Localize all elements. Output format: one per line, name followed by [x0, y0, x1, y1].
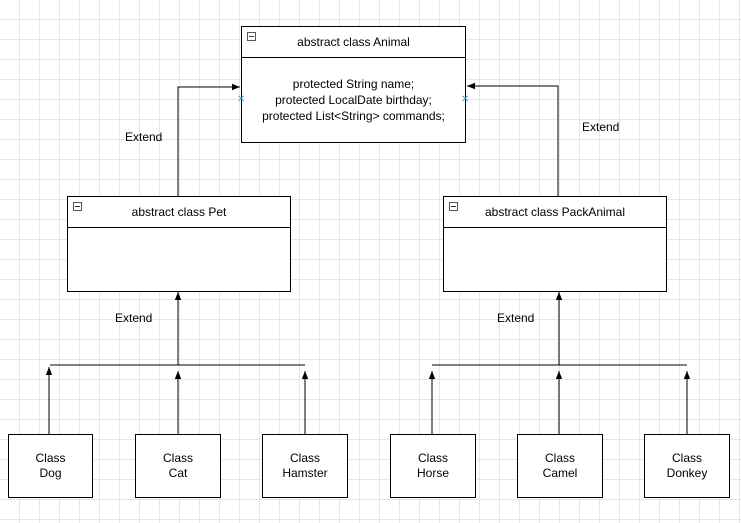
class-packanimal-title: abstract class PackAnimal: [484, 205, 626, 219]
field-birthday: protected LocalDate birthday;: [275, 93, 432, 107]
class-animal[interactable]: abstract class Animal protected String n…: [241, 26, 466, 143]
extend-edge-pet-animal[interactable]: [177, 83, 240, 196]
class-horse[interactable]: Class Horse: [390, 434, 476, 498]
class-cat-line1: Class: [162, 451, 193, 465]
extend-label-packs: Extend: [497, 311, 535, 325]
class-camel-line2: Camel: [542, 466, 578, 480]
class-packanimal[interactable]: abstract class PackAnimal: [443, 196, 667, 292]
connection-point-icon[interactable]: ✕: [237, 94, 246, 105]
collapse-icon[interactable]: [247, 32, 256, 41]
class-packanimal-header[interactable]: abstract class PackAnimal: [444, 197, 666, 228]
class-horse-line2: Horse: [416, 466, 449, 480]
class-dog-line1: Class: [35, 451, 66, 465]
extend-edge-packanimal-animal[interactable]: [467, 82, 559, 196]
extend-label-pet: Extend: [125, 130, 163, 144]
class-dog[interactable]: Class Dog: [8, 434, 93, 498]
class-donkey[interactable]: Class Donkey: [644, 434, 730, 498]
collapse-icon[interactable]: [73, 202, 82, 211]
class-dog-line2: Dog: [39, 466, 62, 480]
class-camel-line1: Class: [544, 451, 575, 465]
class-donkey-line1: Class: [671, 451, 702, 465]
class-pet-header[interactable]: abstract class Pet: [68, 197, 290, 228]
class-pet[interactable]: abstract class Pet: [67, 196, 291, 292]
connection-point-icon[interactable]: ✕: [461, 94, 470, 105]
field-commands: protected List<String> commands;: [262, 109, 445, 123]
field-name: protected String name;: [292, 77, 415, 91]
class-hamster-line1: Class: [289, 451, 320, 465]
class-donkey-line2: Donkey: [666, 466, 708, 480]
collapse-icon[interactable]: [449, 202, 458, 211]
extend-label-pets: Extend: [115, 311, 153, 325]
class-animal-title: abstract class Animal: [297, 35, 410, 49]
class-horse-line1: Class: [417, 451, 448, 465]
class-hamster[interactable]: Class Hamster: [262, 434, 348, 498]
class-cat[interactable]: Class Cat: [135, 434, 221, 498]
class-camel[interactable]: Class Camel: [517, 434, 603, 498]
class-hamster-line2: Hamster: [282, 466, 328, 480]
extend-label-packanimal: Extend: [582, 120, 620, 134]
class-animal-fields[interactable]: protected String name; protected LocalDa…: [242, 58, 465, 124]
class-pet-title: abstract class Pet: [131, 205, 227, 219]
class-animal-header[interactable]: abstract class Animal: [242, 27, 465, 58]
class-cat-line2: Cat: [168, 466, 188, 480]
